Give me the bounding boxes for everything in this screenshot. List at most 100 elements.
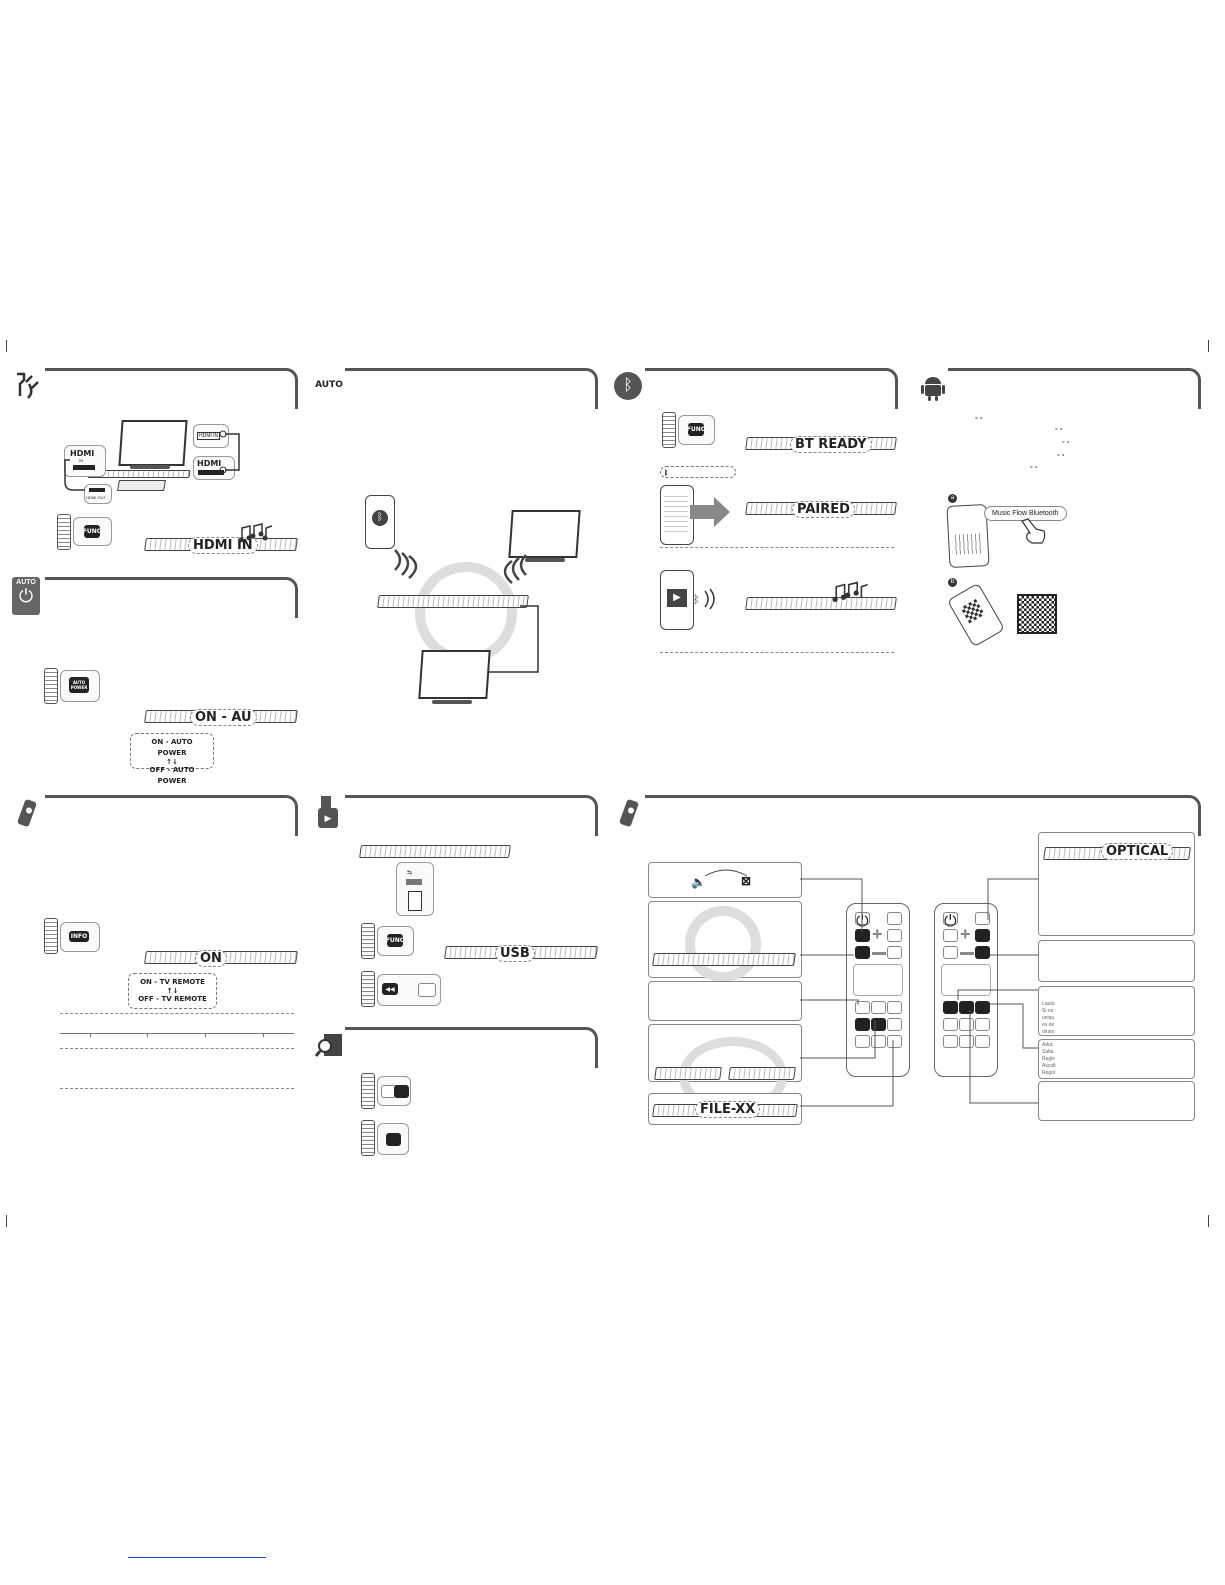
- section-remote-frame: [645, 795, 1201, 836]
- auto-power-button[interactable]: [887, 1018, 902, 1031]
- music-notes-icon: [238, 523, 273, 543]
- tv-remote-toggle-box: ON - TV REMOTE ↑↓ OFF - TV REMOTE: [128, 973, 217, 1009]
- func-button-callout: FUNC: [678, 415, 715, 445]
- table-rule: [60, 1013, 294, 1014]
- on-display-label: ON: [195, 950, 227, 967]
- mute-callout: 🔈 ⊠: [648, 862, 802, 898]
- woofer-callout-text-1: Aduc: [1042, 1042, 1054, 1048]
- table-tick: [147, 1033, 148, 1037]
- optical-display-label: OPTICAL: [1101, 843, 1174, 860]
- remote-icon: [619, 799, 639, 827]
- bluetooth-icon: ᛒ: [372, 510, 388, 526]
- power-button[interactable]: ⏻: [943, 912, 958, 930]
- tv-stand: [130, 465, 170, 469]
- mute-button[interactable]: [943, 929, 958, 942]
- hdmi-port: [89, 488, 105, 492]
- func-button[interactable]: FUNC: [386, 934, 404, 947]
- usb-port: [406, 879, 422, 885]
- repeat-button[interactable]: [855, 1001, 870, 1014]
- web-link-underline[interactable]: [128, 1557, 266, 1558]
- func-button[interactable]: [887, 912, 902, 925]
- woofer-button[interactable]: [887, 1001, 902, 1014]
- search-buttons-callout: [377, 1076, 411, 1106]
- dot-glyph: ° °: [1055, 428, 1063, 435]
- sound-effect-button[interactable]: [855, 946, 870, 959]
- crop-mark: [1208, 1215, 1209, 1227]
- return-button[interactable]: [975, 1035, 990, 1048]
- hdmi-in-label: IN: [79, 458, 83, 463]
- sound-effect-callout: [648, 901, 802, 982]
- info-button[interactable]: [855, 1035, 870, 1048]
- table-tick: [205, 1033, 206, 1037]
- file-display-label: FILE-XX: [695, 1101, 761, 1118]
- func-button[interactable]: FUNC: [83, 525, 101, 538]
- signal-waves-icon: [394, 549, 418, 579]
- plus-button[interactable]: [394, 1085, 409, 1098]
- repeat-button[interactable]: [943, 1001, 958, 1014]
- section-auto-power-frame: [45, 577, 298, 618]
- func-button[interactable]: FUNC: [687, 423, 705, 436]
- paired-display-label: PAIRED: [792, 501, 855, 518]
- bluetooth-search-bar: ᛒ: [660, 466, 736, 478]
- woofer-callout-text-3: Regle: [1042, 1056, 1056, 1062]
- auto-power-button[interactable]: [975, 1018, 990, 1031]
- table-rule: [60, 1033, 294, 1034]
- woofer-button[interactable]: [975, 1001, 990, 1014]
- func-button[interactable]: [975, 912, 990, 925]
- night-callout: [1038, 1081, 1195, 1121]
- cycle-arrow: [685, 906, 761, 982]
- mute-icon: ⊠: [741, 874, 752, 888]
- woofer-callout-text-5: Regol: [1042, 1070, 1056, 1076]
- auto-power-button[interactable]: AUTO POWER: [69, 677, 89, 693]
- android-icon: [921, 377, 945, 401]
- on-tv-remote-label: ON - TV REMOTE: [140, 978, 205, 986]
- hdmi-port: [198, 470, 224, 475]
- crop-mark: [6, 340, 7, 352]
- bluetooth-icon: ᛒ: [614, 372, 642, 400]
- section-search-frame: [345, 1027, 598, 1068]
- step-b-marker: b: [948, 578, 957, 587]
- repeat-callout-text-2: Si no: [1042, 1008, 1054, 1014]
- phone-illustration: ᛒ: [365, 495, 395, 549]
- info-button-callout: INFO: [60, 922, 100, 952]
- svg-text:ᛒ: ᛒ: [693, 593, 700, 606]
- dot-glyph: ° °: [1057, 454, 1065, 461]
- auto-volume-callout: [648, 1024, 802, 1115]
- func-button-callout: FUNC: [377, 926, 414, 956]
- info-button[interactable]: INFO: [69, 931, 89, 942]
- table-rule: [60, 1088, 294, 1089]
- toggle-arrows-icon: ↑↓: [166, 758, 178, 766]
- tv-stand: [525, 558, 565, 562]
- tv-stand: [432, 700, 472, 704]
- skip-button[interactable]: ◀◀: [382, 983, 398, 995]
- remote-illustration: [44, 668, 58, 704]
- auto-volume-button[interactable]: [855, 1018, 870, 1031]
- signal-waves-icon: ᛒ: [693, 588, 715, 610]
- section-auto-sync-frame: [345, 368, 598, 409]
- sound-effect-button[interactable]: [943, 946, 958, 959]
- usb-body: ▶: [318, 808, 338, 828]
- input-button[interactable]: [887, 929, 902, 942]
- woofer-callout-text-4: Ascolt: [1042, 1063, 1056, 1069]
- repeat-callout-text-5: dirato: [1042, 1029, 1055, 1035]
- settings-button[interactable]: [975, 946, 990, 959]
- hand-pointer-icon: [1021, 518, 1046, 544]
- music-notes-icon: [832, 581, 868, 602]
- arrow-right-icon: [690, 497, 730, 527]
- auto-sync-icon: AUTO: [314, 370, 344, 402]
- play-icon: ▶: [667, 589, 687, 607]
- dot-glyph: ° °: [1062, 441, 1070, 448]
- settings-button[interactable]: [887, 946, 902, 959]
- return-button[interactable]: [887, 1035, 902, 1048]
- volume-minus-icon: [960, 952, 974, 955]
- input-button[interactable]: [975, 929, 990, 942]
- hdmi-port: [73, 465, 95, 470]
- toggle-arrows-icon: ↑↓: [166, 987, 179, 995]
- qr-code: [1017, 594, 1057, 634]
- ok-button[interactable]: [386, 1133, 401, 1146]
- night-button[interactable]: [871, 1001, 886, 1014]
- auto-volume-button[interactable]: [943, 1018, 958, 1031]
- info-button[interactable]: [943, 1035, 958, 1048]
- play-pause-button[interactable]: [418, 983, 436, 997]
- remote-illustration: [361, 1073, 375, 1109]
